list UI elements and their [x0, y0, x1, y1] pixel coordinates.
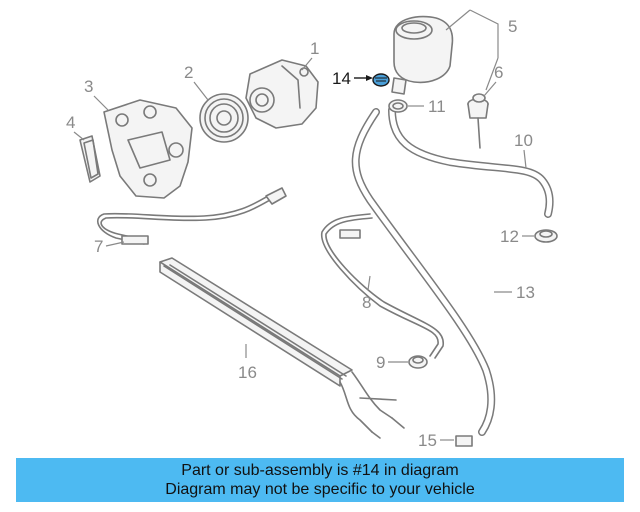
callout-15: 15 [418, 431, 454, 450]
part-6-cap[interactable] [467, 93, 489, 149]
part-8-return-line[interactable] [321, 213, 444, 359]
svg-text:13: 13 [516, 283, 535, 302]
callout-11: 11 [408, 97, 446, 116]
part-16-oil-cooler[interactable] [159, 257, 405, 439]
callout-1: 1 [301, 39, 319, 71]
callout-5: 5 [445, 9, 517, 91]
callout-16: 16 [238, 344, 257, 382]
svg-text:16: 16 [238, 363, 257, 382]
svg-text:11: 11 [428, 97, 446, 116]
svg-text:1: 1 [310, 39, 319, 58]
parts-diagram: 1 2 3 4 5 6 7 8 9 10 11 12 [66, 9, 558, 450]
svg-text:12: 12 [500, 227, 519, 246]
svg-text:3: 3 [84, 77, 93, 96]
svg-text:8: 8 [362, 293, 371, 312]
callout-12: 12 [500, 227, 534, 246]
svg-text:14: 14 [332, 69, 351, 88]
part-12-clamp[interactable] [534, 229, 558, 243]
callout-4: 4 [66, 113, 85, 141]
svg-text:15: 15 [418, 431, 437, 450]
part-1-pump[interactable] [245, 59, 319, 129]
banner-line-1: Part or sub-assembly is #14 in diagram [181, 462, 459, 479]
info-banner: Part or sub-assembly is #14 in diagram D… [16, 458, 624, 502]
part-7-pressure-line[interactable] [96, 187, 287, 245]
svg-text:9: 9 [376, 353, 385, 372]
part-2-pulley[interactable] [199, 93, 249, 143]
part-5-reservoir[interactable] [391, 15, 454, 95]
part-4-gasket[interactable] [79, 135, 101, 183]
callout-10: 10 [514, 131, 533, 169]
part-13-hose[interactable] [351, 108, 496, 436]
part-10-hose[interactable] [388, 106, 554, 218]
part-11-ring[interactable] [388, 99, 408, 113]
svg-text:10: 10 [514, 131, 533, 150]
part-9-clamp[interactable] [408, 355, 428, 369]
part-3-bracket[interactable] [103, 99, 193, 199]
callout-8: 8 [362, 275, 371, 312]
part-14-cap-highlighted[interactable] [372, 73, 390, 87]
banner-line-2: Diagram may not be specific to your vehi… [165, 481, 475, 498]
callout-3: 3 [84, 77, 109, 111]
callout-7: 7 [94, 237, 125, 256]
callout-13: 13 [494, 283, 535, 302]
callout-2: 2 [184, 63, 209, 101]
callout-6: 6 [483, 63, 503, 97]
callout-14: 14 [332, 69, 373, 88]
part-15-fitting[interactable] [455, 435, 473, 447]
svg-text:6: 6 [494, 63, 503, 82]
svg-text:5: 5 [508, 17, 517, 36]
svg-text:7: 7 [94, 237, 103, 256]
svg-text:4: 4 [66, 113, 75, 132]
svg-text:2: 2 [184, 63, 193, 82]
callout-9: 9 [376, 353, 408, 372]
